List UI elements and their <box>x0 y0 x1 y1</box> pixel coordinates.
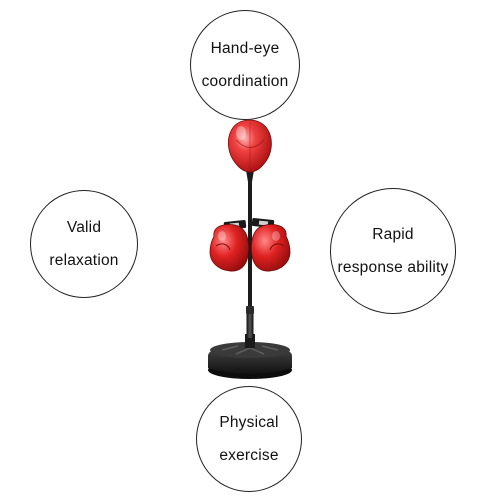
feature-bubble-rapid-response-ability: Rapid response ability <box>330 188 456 314</box>
feature-label-line1: Hand-eye <box>210 40 280 57</box>
feature-bubble-valid-relaxation: Valid relaxation <box>30 190 138 298</box>
feature-label-line1: Physical <box>219 414 279 431</box>
feature-bubble-physical-exercise: Physical exercise <box>196 386 302 492</box>
feature-bubble-hand-eye-coordination: Hand-eye coordination <box>190 10 300 120</box>
speed-bag <box>228 119 272 182</box>
boxing-gloves <box>209 218 291 272</box>
stand-pole <box>246 178 254 338</box>
feature-label-line1: Valid <box>66 219 102 236</box>
feature-label-line2: response ability <box>337 259 449 276</box>
feature-label-line2: coordination <box>201 73 289 90</box>
feature-label-line1: Rapid <box>372 226 414 243</box>
feature-label-line2: exercise <box>219 447 279 464</box>
stand-base <box>208 334 292 379</box>
feature-label-line2: relaxation <box>49 252 119 269</box>
